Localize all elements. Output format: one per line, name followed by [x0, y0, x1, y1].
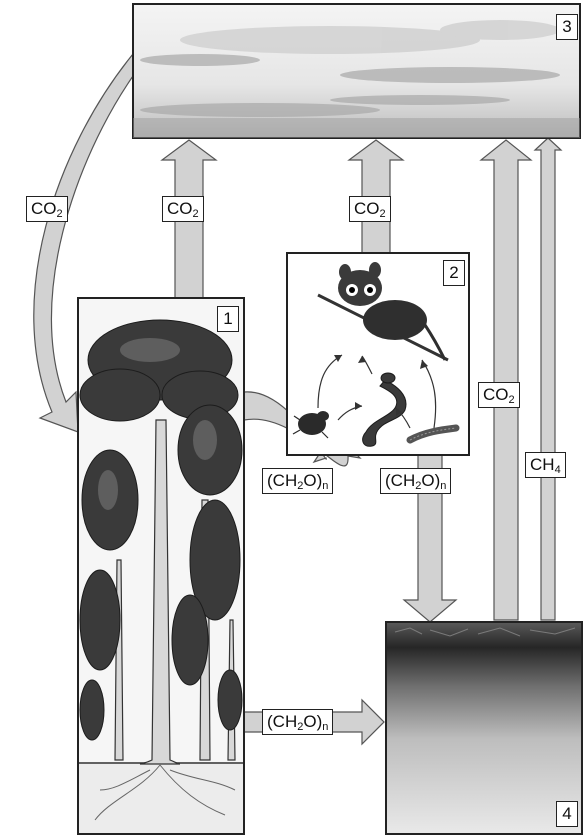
flow-label-organic-to-animals: (CH2O)n — [262, 468, 333, 494]
flow-label-co2-forest: CO2 — [162, 196, 204, 222]
soil-box — [386, 622, 582, 834]
arrow-co2-soil-to-atmosphere — [481, 140, 531, 620]
compartment-3-label: 3 — [556, 14, 578, 40]
atmosphere-box — [133, 4, 580, 138]
compartment-2-label: 2 — [443, 260, 465, 286]
flow-label-co2-animals: CO2 — [349, 196, 391, 222]
animals-box — [287, 253, 469, 455]
flow-label-co2-atmosphere-to-forest: CO2 — [26, 196, 68, 222]
forest-box — [78, 298, 244, 834]
flow-label-co2-soil: CO2 — [478, 382, 520, 408]
compartment-1-label: 1 — [217, 306, 239, 332]
flow-label-organic-forest-to-soil: (CH2O)n — [262, 709, 333, 735]
flow-label-organic-animals-to-soil: (CH2O)n — [380, 468, 451, 494]
flow-label-ch4-soil: CH4 — [525, 452, 566, 478]
compartment-4-label: 4 — [556, 801, 578, 827]
arrow-ch4-soil-to-atmosphere — [535, 138, 561, 620]
